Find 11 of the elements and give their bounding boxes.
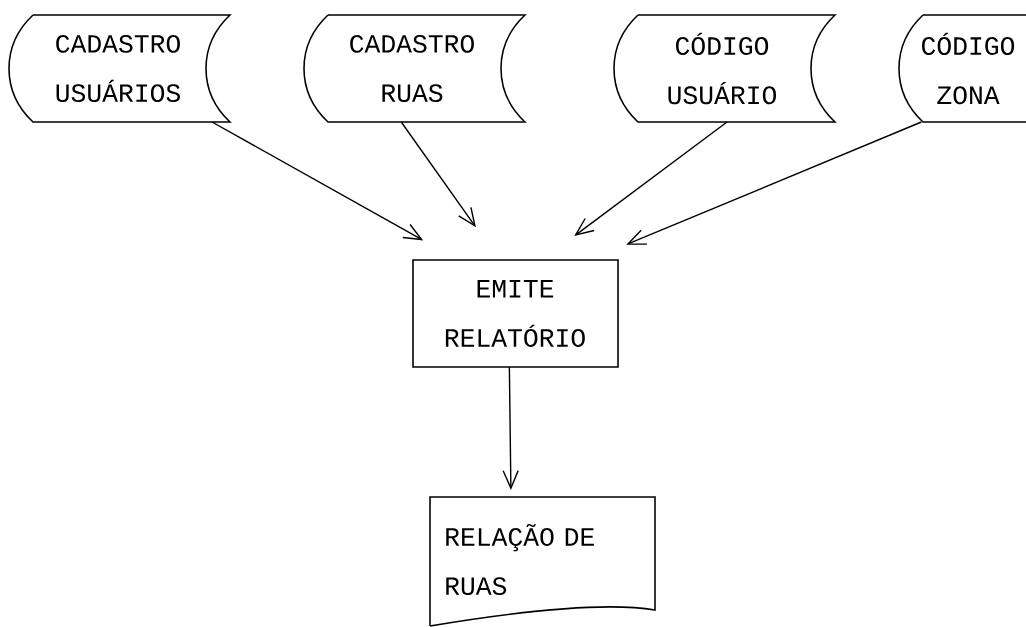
data-storage-shape: CADASTRO USUÁRIOS [8, 14, 231, 123]
data-storage-shape: CÓDIGO ZONA [898, 14, 1026, 123]
arrow [626, 121, 923, 245]
arrow [400, 121, 476, 228]
data-storage-shape: CÓDIGO USUÁRIO [613, 14, 836, 123]
process-box: EMITE RELATÓRIO [412, 259, 619, 368]
data-storage-shape: CADASTRO RUAS [303, 14, 526, 123]
arrow [502, 366, 519, 490]
arrow [574, 121, 728, 237]
document-shape: RELAÇÃO DE RUAS [429, 496, 656, 627]
arrow [211, 121, 424, 241]
